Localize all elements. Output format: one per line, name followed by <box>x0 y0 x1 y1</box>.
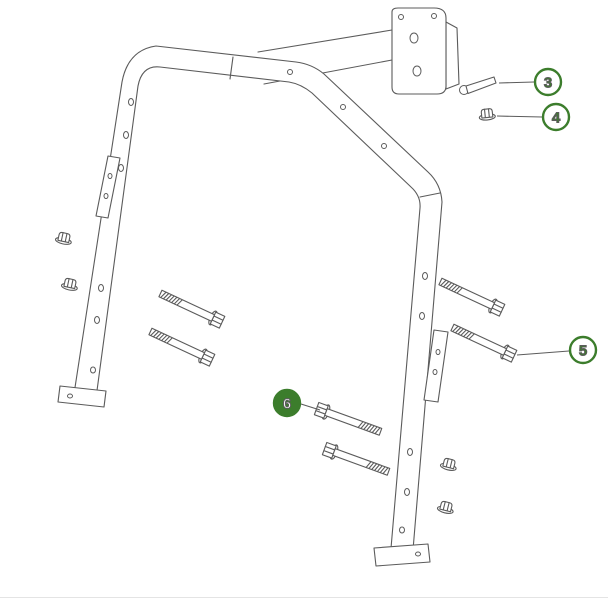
frame-hole <box>419 312 425 320</box>
frame-hole <box>287 69 293 75</box>
part-cotter-pin <box>459 76 497 95</box>
part-flange-nut-right-upper <box>439 456 459 473</box>
part-flange-nut-right-lower <box>436 499 456 516</box>
leader-line-6 <box>300 403 321 411</box>
callout-6[interactable]: 6 <box>272 388 302 418</box>
callout-3-label: 3 <box>544 75 552 92</box>
frame-hole <box>404 488 410 496</box>
frame-hole <box>118 164 124 172</box>
frame-hole <box>90 366 96 374</box>
frame-hole <box>435 349 441 355</box>
mounting-bracket <box>391 7 460 95</box>
foot-plate-right <box>373 543 431 567</box>
frame-hole <box>399 526 405 534</box>
bracket-side-flange <box>445 21 460 90</box>
callout-3[interactable]: 3 <box>533 67 563 97</box>
frame-hole <box>407 448 413 456</box>
part-flange-nut-left-lower <box>60 276 80 293</box>
part-bolt-left-upper <box>156 286 226 330</box>
frame-roll-bar <box>57 45 449 567</box>
frame-hole <box>381 143 387 149</box>
part-bolt-center-lower <box>321 440 392 480</box>
weld-seam <box>419 192 441 198</box>
part-bolt-left-lower <box>146 324 216 368</box>
cotter-pin-body <box>465 76 497 95</box>
part-bolt-right-lower <box>448 320 518 364</box>
bracket-hole <box>409 32 419 44</box>
callout-5[interactable]: 5 <box>568 335 598 365</box>
frame-hole <box>432 369 438 375</box>
side-bracket-left <box>95 155 121 219</box>
side-bracket-right <box>423 329 449 403</box>
frame-hole <box>98 284 104 292</box>
frame-hole <box>94 316 100 324</box>
callout-4-label: 4 <box>552 110 561 127</box>
frame-hole <box>67 393 73 399</box>
frame-hole <box>340 104 346 110</box>
leader-line-3 <box>498 81 535 84</box>
part-flange-nut-left-upper <box>54 230 74 247</box>
leader-line-5 <box>516 350 570 356</box>
roll-bar-tube <box>73 45 443 563</box>
weld-seam <box>229 56 234 80</box>
foot-plate-left <box>57 385 107 408</box>
bracket-plate <box>391 7 447 95</box>
frame-hole <box>103 193 109 199</box>
callout-5-label: 5 <box>579 343 587 360</box>
bracket-hole <box>431 13 437 19</box>
part-flange-nut-top <box>477 107 497 122</box>
bracket-hole <box>398 14 404 20</box>
bracket-hole <box>412 65 422 77</box>
part-bolt-center-upper <box>313 400 384 440</box>
frame-hole <box>415 551 421 557</box>
frame-hole <box>422 272 428 280</box>
callout-4[interactable]: 4 <box>541 102 571 132</box>
callout-6-label: 6 <box>283 396 291 413</box>
part-bolt-right-upper <box>436 274 506 318</box>
frame-hole <box>128 98 134 106</box>
frame-hole <box>123 131 129 139</box>
frame-hole <box>107 173 113 179</box>
leader-line-4 <box>496 115 543 118</box>
